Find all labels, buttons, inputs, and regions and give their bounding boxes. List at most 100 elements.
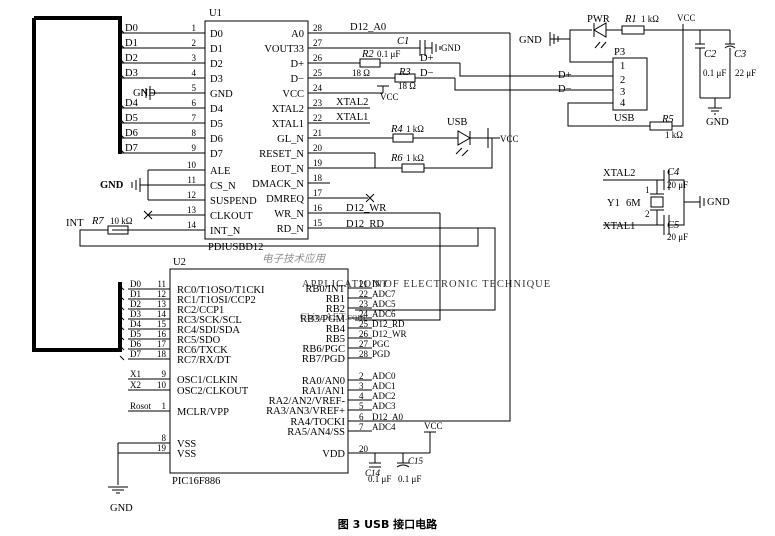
xtal1-label: XTAL1 bbox=[603, 221, 635, 232]
u1-pin-name: D3 bbox=[210, 74, 223, 85]
r4-value: 1 kΩ bbox=[406, 124, 424, 134]
u2-pin-num: 13 bbox=[157, 299, 167, 309]
u2-net-label: D1 bbox=[130, 289, 141, 299]
c1-ref: C1 bbox=[397, 36, 409, 47]
y1-pin2: 2 bbox=[645, 209, 650, 219]
u2-pin-name: RB5 bbox=[326, 334, 345, 345]
u2-pin-num: 6 bbox=[359, 412, 364, 422]
u2-pin-num: 21 bbox=[359, 279, 368, 289]
c2-ref: C2 bbox=[704, 49, 717, 60]
u1-pin-name: CLKOUT bbox=[210, 211, 253, 222]
u2-pin-name: RC1/T1OSI/CCP2 bbox=[177, 295, 256, 306]
u1-pin-name: GL_N bbox=[277, 134, 304, 145]
u1-pin-num: 7 bbox=[192, 113, 197, 123]
u2-net-label: ADC2 bbox=[372, 391, 396, 401]
r2-ref: R2 bbox=[361, 49, 374, 60]
u2-pin-name: OSC1/CLKIN bbox=[177, 375, 238, 386]
u1-pin-name: DMREQ bbox=[266, 194, 304, 205]
u1-pin-name: D0 bbox=[210, 29, 223, 40]
u2-pin-num: 23 bbox=[359, 299, 369, 309]
u2-pin-name: RB1 bbox=[326, 294, 345, 305]
u1-pin-name: D2 bbox=[210, 59, 223, 70]
u1-ctrl-gnd bbox=[131, 170, 149, 200]
u1-body bbox=[204, 20, 309, 240]
c3-value: 22 μF bbox=[735, 68, 756, 78]
c1-capacitor bbox=[395, 40, 441, 56]
r1-resistor bbox=[621, 25, 645, 35]
p3-pin2: 2 bbox=[620, 75, 625, 86]
crystal-section bbox=[603, 170, 705, 235]
p3-pin3: 3 bbox=[620, 87, 625, 98]
u2-pin-name: RA2/AN2/VREF- bbox=[269, 396, 346, 407]
bus-entries-u1 bbox=[119, 28, 125, 154]
u2-pin-name: RC4/SDI/SDA bbox=[177, 325, 240, 336]
u2-pin-num: 2 bbox=[359, 371, 364, 381]
watermark-en: APPLICATION OF ELECTRONIC TECHNIQUE bbox=[302, 279, 551, 290]
u2-net-label: D12_A0 bbox=[372, 412, 403, 422]
u2-pin-num: 17 bbox=[157, 339, 167, 349]
u2-net-label: X1 bbox=[130, 369, 141, 379]
u1-pin-name: RESET_N bbox=[259, 149, 304, 160]
u1-pin-name: RD_N bbox=[277, 224, 305, 235]
dminus-label: D− bbox=[420, 68, 434, 79]
r7-value: 10 kΩ bbox=[110, 216, 133, 226]
u2-pin-num: 10 bbox=[157, 380, 167, 390]
pwr-label: PWR bbox=[587, 14, 610, 25]
u2-pin-name: VDD bbox=[322, 449, 345, 460]
u2-pin-name: RA0/AN0 bbox=[302, 376, 345, 387]
u1-pin-num: 12 bbox=[187, 190, 196, 200]
y1-pin1: 1 bbox=[645, 185, 650, 195]
u2-pin-name: RA1/AN1 bbox=[302, 386, 345, 397]
net-xtal1: XTAL1 bbox=[336, 112, 368, 123]
svg-text:GND: GND bbox=[133, 88, 156, 99]
svg-text:D4: D4 bbox=[125, 98, 139, 109]
u2-gnd-symbol bbox=[108, 486, 128, 494]
u2-net-label: ADC1 bbox=[372, 381, 396, 391]
u2-net-label: ADC3 bbox=[372, 401, 396, 411]
net-xtal2: XTAL2 bbox=[336, 97, 368, 108]
u2-left-stubs bbox=[118, 288, 170, 454]
u1-pin-num: 14 bbox=[187, 220, 197, 230]
usb-led-icon bbox=[457, 130, 488, 146]
r7-ref: R7 bbox=[91, 216, 104, 227]
u2-pin-name: RC2/CCP1 bbox=[177, 305, 224, 316]
p3-pin1: 1 bbox=[620, 61, 625, 72]
r2-resistor bbox=[359, 58, 381, 68]
u1-pin-name: WR_N bbox=[274, 209, 304, 220]
u2-pin-num: 24 bbox=[359, 309, 369, 319]
u2-pin-num: 28 bbox=[359, 349, 369, 359]
vcc-u2-label: VCC bbox=[424, 421, 443, 431]
vcc-u1-label: VCC bbox=[380, 92, 399, 102]
u1-pin-num: 17 bbox=[313, 188, 323, 198]
u2-pin-num: 15 bbox=[157, 319, 167, 329]
u1-pin-name: GND bbox=[210, 89, 233, 100]
c2-value: 0.1 μF bbox=[703, 68, 726, 78]
u2-pin-num: 5 bbox=[359, 401, 364, 411]
u2-pin-name: RB7/PGD bbox=[302, 354, 346, 365]
u2-net-label: ADC0 bbox=[372, 371, 396, 381]
figure-caption: 图 3 USB 接口电路 bbox=[337, 518, 438, 531]
u1-pin-num: 3 bbox=[192, 53, 197, 63]
c14-ref: C14 bbox=[365, 468, 381, 478]
dplus-label: D+ bbox=[420, 53, 434, 64]
u2-right-stubs bbox=[348, 287, 430, 454]
u1-pin-num: 27 bbox=[313, 38, 323, 48]
u2-pin-num: 7 bbox=[359, 422, 364, 432]
u1-pin-name: SUSPEND bbox=[210, 196, 257, 207]
u1-pin-num: 1 bbox=[192, 23, 197, 33]
u2-pin-name: VSS bbox=[177, 439, 196, 450]
r6-value: 1 kΩ bbox=[406, 153, 424, 163]
u2-pin-name: RC5/SDO bbox=[177, 335, 221, 346]
u2-pin-name: RB4 bbox=[326, 324, 346, 335]
c5-value: 20 μF bbox=[667, 232, 688, 242]
u2-pin-name: RA3/AN3/VREF+ bbox=[266, 406, 345, 417]
net-d12-a0: D12_A0 bbox=[350, 22, 386, 33]
vdd-decoupling bbox=[369, 431, 436, 468]
r1-value: 1 kΩ bbox=[641, 14, 659, 24]
u2-pin-name: RA4/TOCKI bbox=[290, 417, 345, 428]
r5-ref: R5 bbox=[661, 114, 674, 125]
u2-pin-num: 19 bbox=[157, 443, 167, 453]
c4-ref: C4 bbox=[667, 167, 680, 178]
u2-pin-num: 1 bbox=[162, 401, 167, 411]
